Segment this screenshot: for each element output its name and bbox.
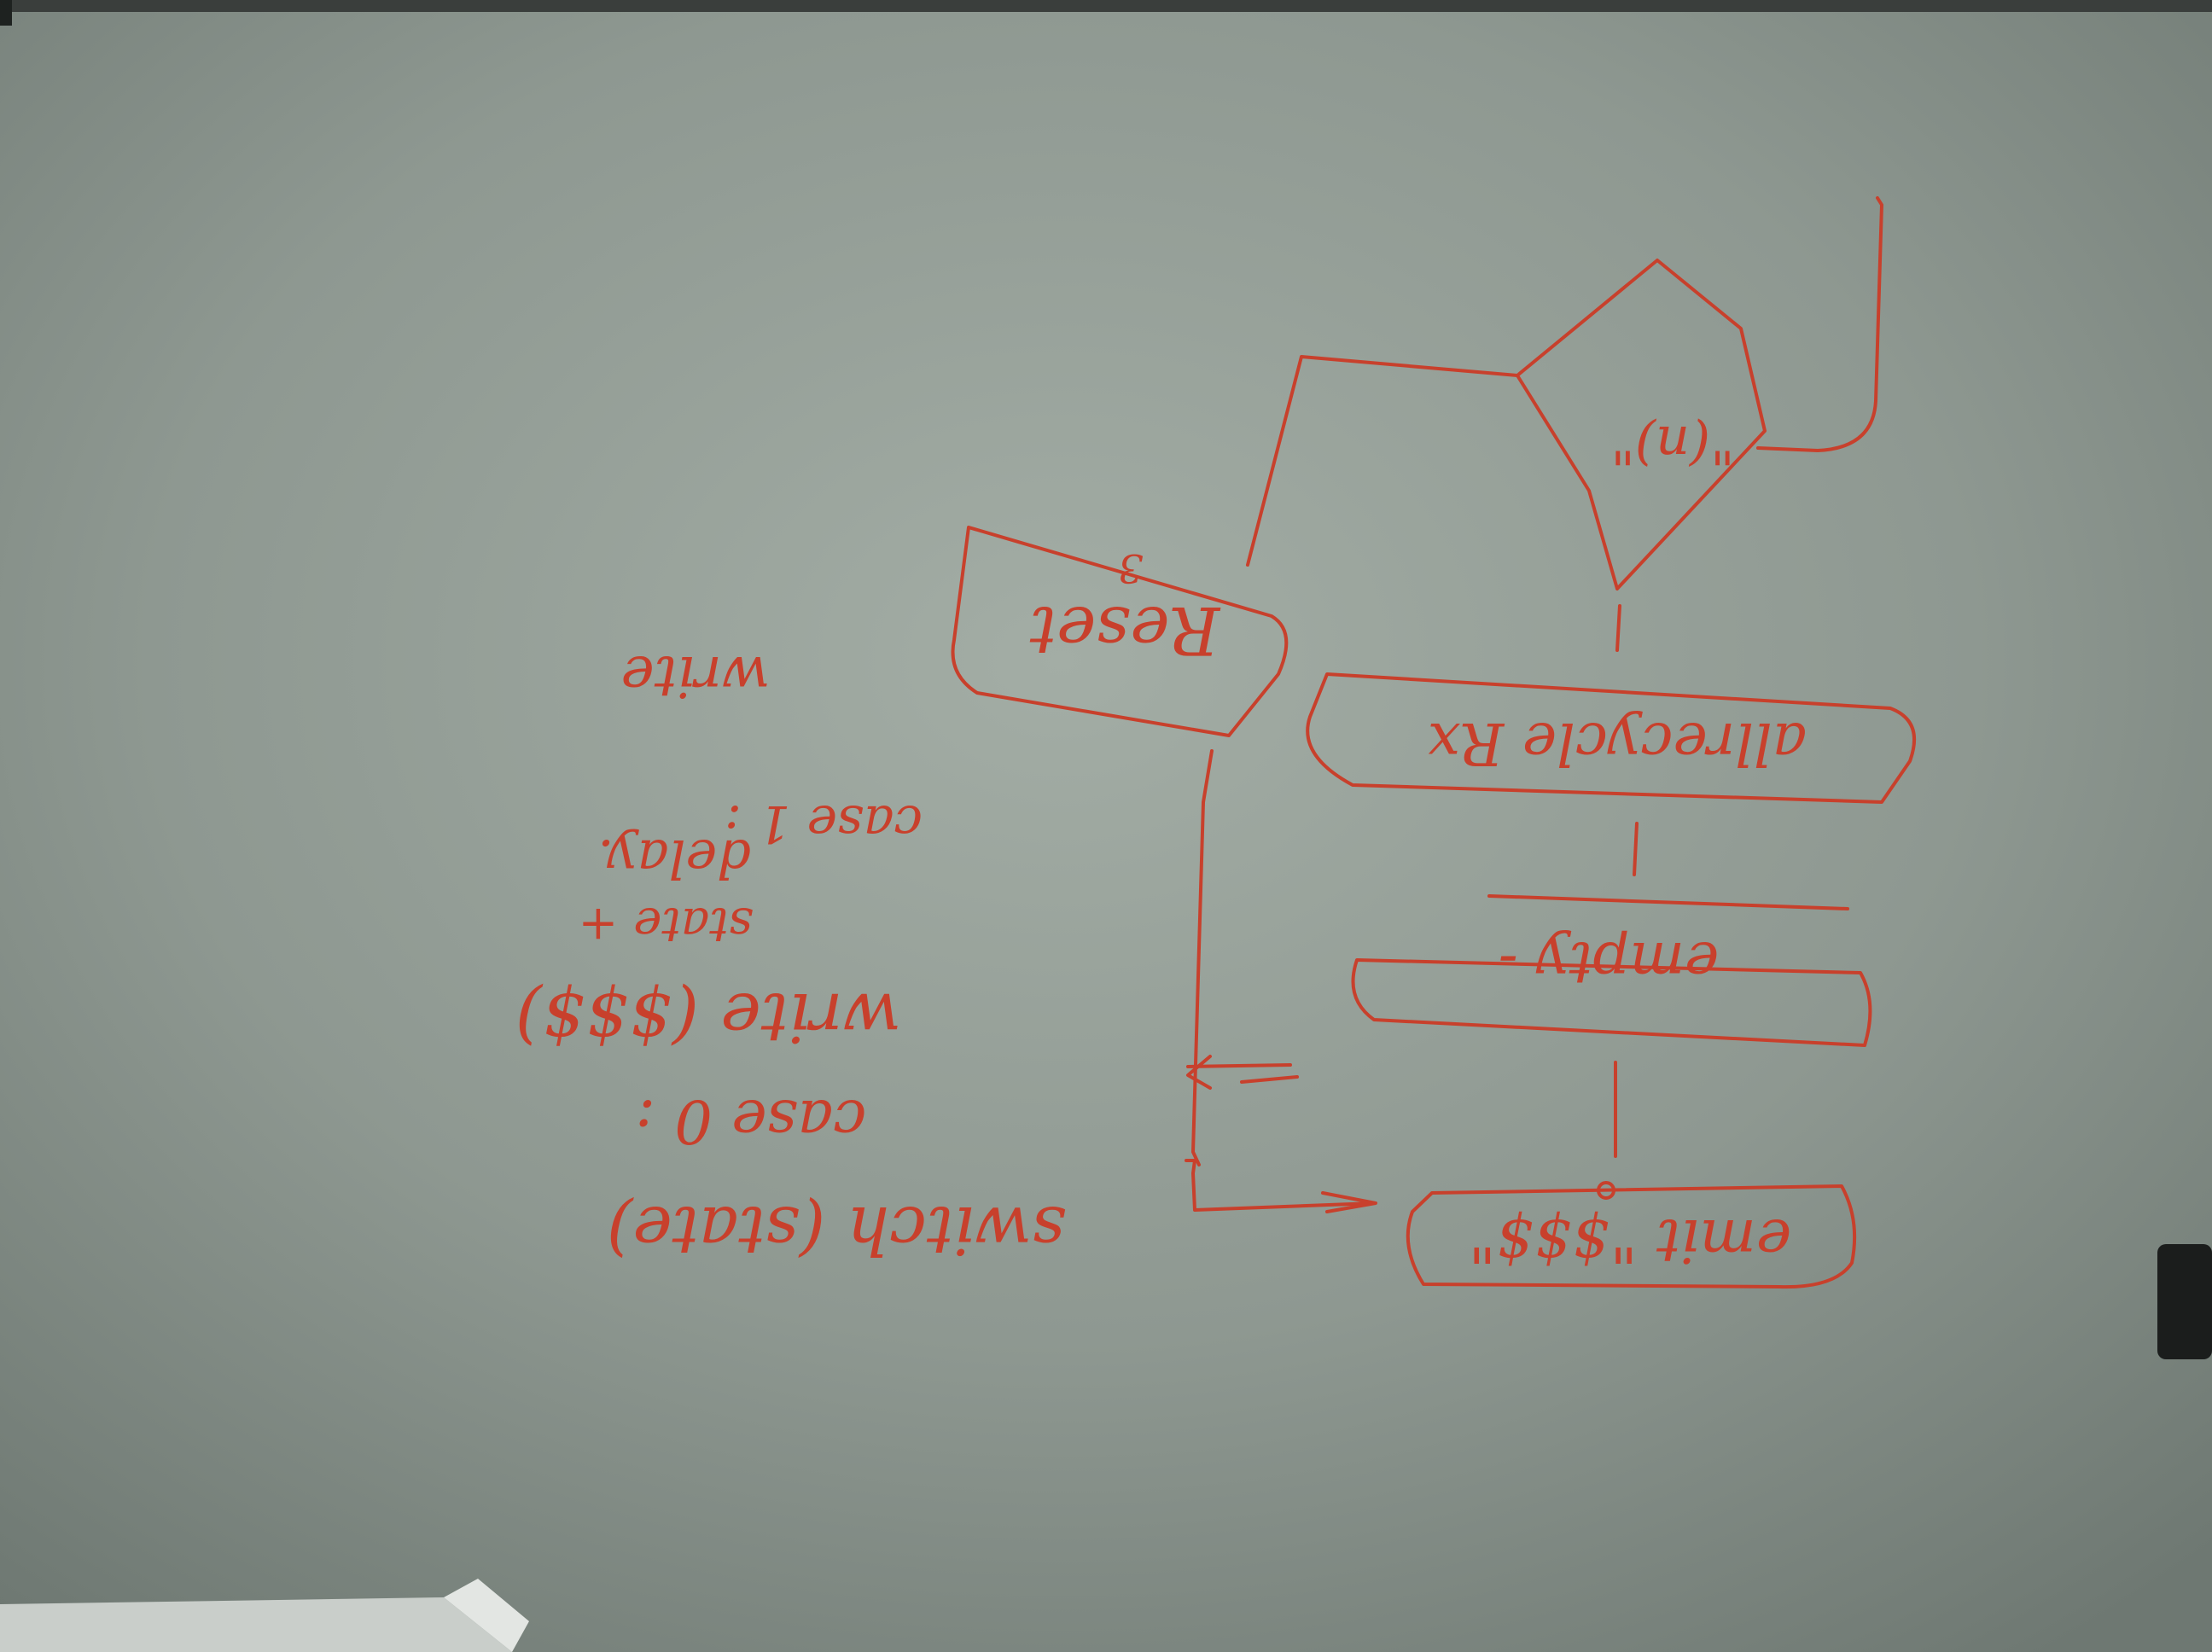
left-arrow-underline bbox=[1240, 1075, 1299, 1084]
flowchart-labels: "(n)" Reset 3 allrecycle Rx empty - emit… bbox=[1029, 414, 1807, 1276]
board-tray bbox=[0, 1597, 512, 1652]
reset-number: 3 bbox=[1118, 545, 1143, 591]
process-3-label: emit "$$$" bbox=[1469, 1206, 1792, 1276]
left-arrow-head bbox=[1186, 1055, 1212, 1090]
eraser-block bbox=[444, 1579, 529, 1652]
marker-object bbox=[2157, 1244, 2212, 1359]
reset-return-line bbox=[1191, 749, 1214, 1166]
code-line-7: write bbox=[621, 643, 771, 709]
process-1-label: allrecycle Rx bbox=[1428, 709, 1807, 777]
process-2-label: empty - bbox=[1499, 928, 1720, 996]
process-box-1 bbox=[1306, 672, 1917, 804]
code-line-2: case 0 : bbox=[636, 1086, 867, 1156]
return-arrow-line bbox=[1185, 1159, 1376, 1212]
code-line-3: write ($$$) bbox=[515, 978, 901, 1057]
process-box-2 bbox=[1351, 958, 1872, 1047]
left-arrow-line bbox=[1186, 1063, 1292, 1068]
start-line bbox=[1756, 196, 1883, 452]
reset-box bbox=[951, 526, 1289, 737]
emit-marker bbox=[1597, 1181, 1615, 1200]
code-line-4: state + bbox=[579, 897, 754, 952]
process-box-3 bbox=[1406, 1184, 1857, 1289]
branch-to-reset bbox=[1246, 355, 1519, 567]
connector-cap bbox=[1487, 894, 1849, 910]
decision-label: "(n)" bbox=[1610, 414, 1734, 476]
connector-1 bbox=[1615, 604, 1621, 652]
decision-diamond bbox=[1516, 259, 1767, 590]
reset-label: Reset bbox=[1029, 591, 1221, 668]
flowchart bbox=[951, 196, 1917, 1289]
code-line-5: delay. bbox=[597, 828, 751, 890]
code-line-1: switch (state) bbox=[607, 1191, 1066, 1268]
code-line-6: case 1 : bbox=[725, 794, 923, 853]
connector-2 bbox=[1633, 822, 1639, 876]
return-arrow-head bbox=[1321, 1191, 1377, 1213]
code-block: switch (state) case 0 : write ($$$) stat… bbox=[515, 643, 1066, 1268]
